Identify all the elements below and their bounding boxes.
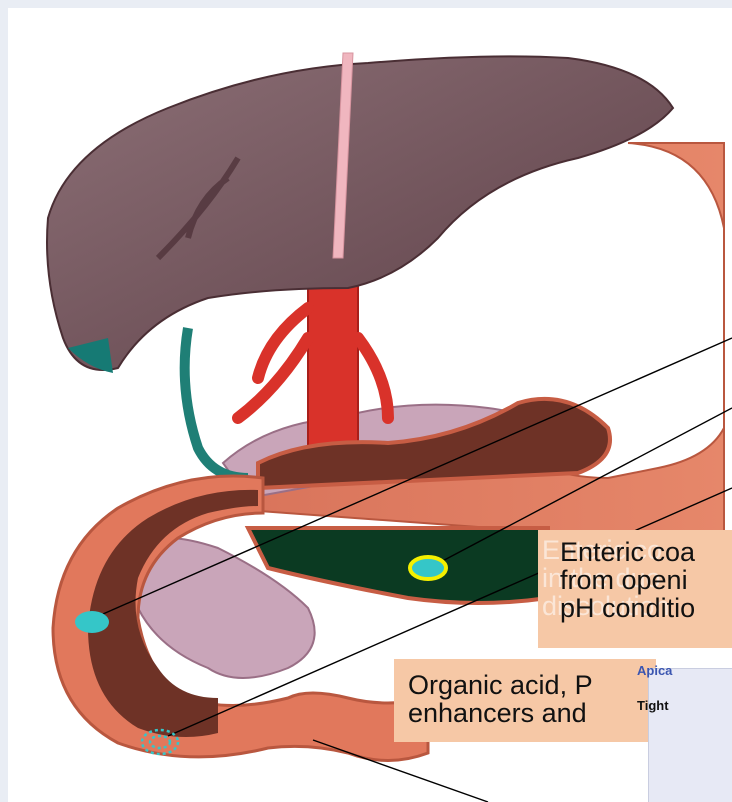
organic-line-2: enhancers and <box>408 699 593 727</box>
enteric-line-2: from openi <box>560 566 695 594</box>
mechanism-panel: Apica Tight <box>648 668 732 802</box>
panel-label-tight: Tight <box>637 698 669 713</box>
jejunum-lumen <box>248 528 548 603</box>
tablet-marker <box>75 611 109 633</box>
ringed-tablet-marker <box>410 557 446 579</box>
enteric-line-1: Enteric coa <box>560 538 695 566</box>
enteric-coating-callout: Enteric co in the duo dissolution Enteri… <box>538 530 732 648</box>
enteric-line-3: pH conditio <box>560 594 695 622</box>
liver <box>47 56 673 370</box>
panel-label-apical: Apica <box>637 663 672 678</box>
organic-acid-callout: Organic acid, P enhancers and <box>394 659 656 742</box>
organic-line-1: Organic acid, P <box>408 671 593 699</box>
anatomy-slide: Enteric co in the duo dissolution Enteri… <box>8 8 732 802</box>
